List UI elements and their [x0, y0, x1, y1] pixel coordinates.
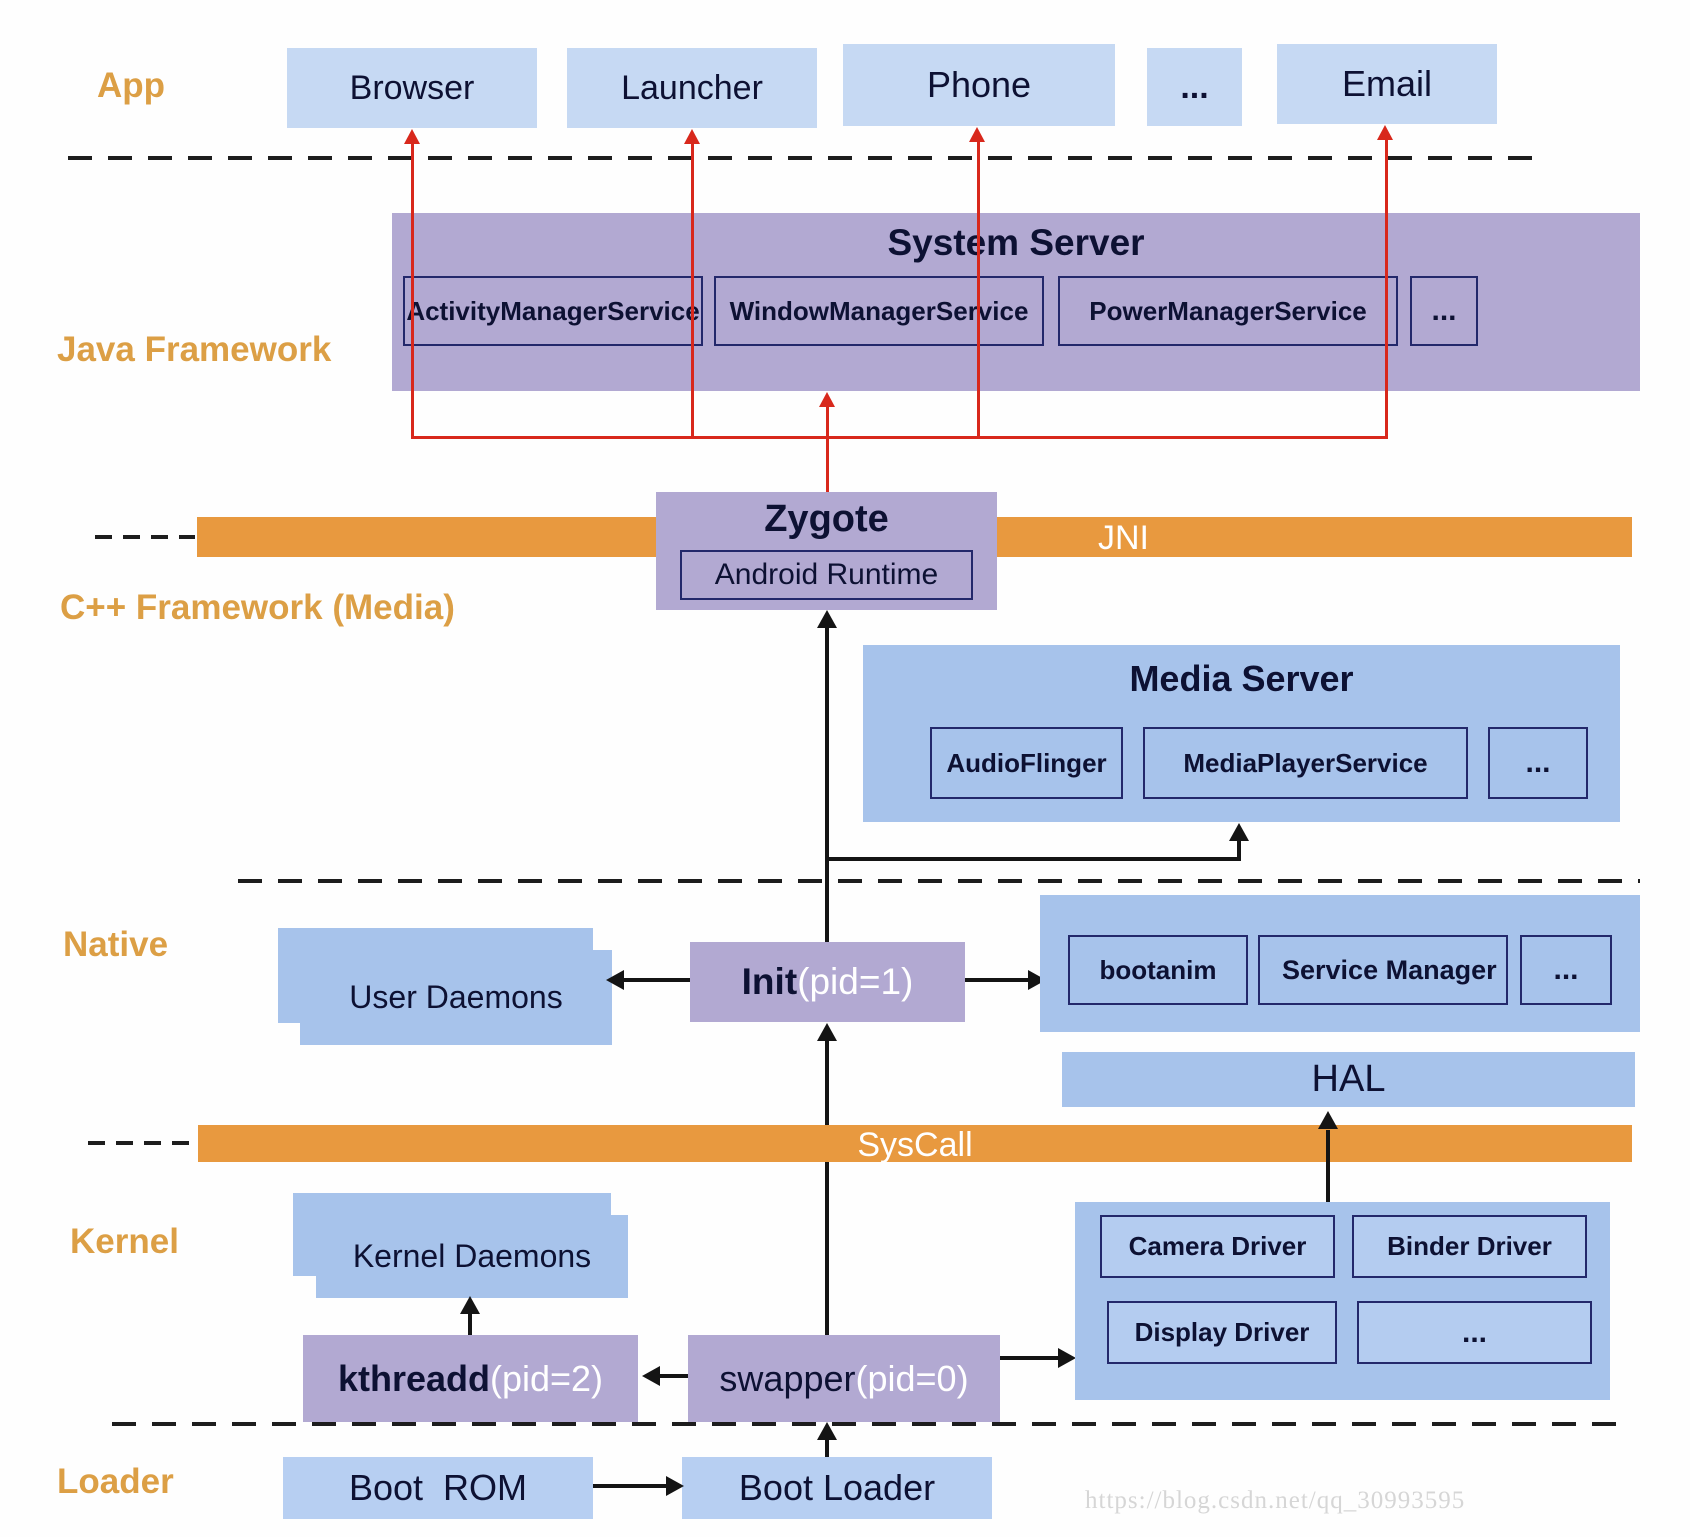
line-init-to-user-daemons: [624, 978, 690, 982]
red-arrowhead-phone: [969, 127, 985, 142]
driver-box-display: Display Driver: [1107, 1301, 1337, 1364]
syscall-bar-label: SysCall: [857, 1126, 973, 1164]
user-daemons-box: User Daemons: [300, 950, 612, 1045]
line-drivers-to-hal: [1326, 1130, 1330, 1202]
line-swapper-to-drivers: [1000, 1356, 1058, 1360]
media-server-box: [863, 645, 1620, 822]
init-box: Init(pid=1): [690, 942, 965, 1022]
init-pid: (pid=1): [797, 961, 914, 1002]
service-box-power-manager: PowerManagerService: [1058, 276, 1398, 346]
separator-app-java: [68, 156, 1535, 160]
zygote-title: Zygote: [764, 498, 889, 540]
line-kthreadd-to-kernel-daemons: [468, 1312, 472, 1335]
media-server-title: Media Server: [1129, 658, 1354, 699]
red-line-to-system-server: [826, 406, 829, 437]
app-box-email: Email: [1277, 44, 1497, 124]
layer-label-cpp-framework: C++ Framework (Media): [60, 588, 455, 627]
separator-media-native: [238, 879, 1640, 883]
arrowhead-into-swapper: [817, 1422, 837, 1440]
red-line-to-phone: [977, 141, 980, 437]
line-init-to-zygote: [825, 628, 829, 942]
jni-left-dashes: [95, 535, 195, 539]
service-box-more: ...: [1410, 276, 1478, 346]
watermark-url: https://blog.csdn.net/qq_30993595: [1085, 1487, 1466, 1514]
driver-box-binder: Binder Driver: [1352, 1215, 1587, 1278]
init-name: Init: [741, 961, 798, 1002]
arrowhead-into-drivers: [1058, 1348, 1076, 1368]
app-box-launcher: Launcher: [567, 48, 817, 128]
line-elbow-to-media-server: [825, 857, 1241, 861]
red-line-to-email: [1385, 139, 1388, 437]
arrowhead-into-media-server: [1229, 823, 1249, 841]
driver-box-more: ...: [1357, 1301, 1592, 1364]
android-runtime-box: Android Runtime: [680, 550, 973, 600]
boot-loader-box: Boot Loader: [682, 1457, 992, 1519]
native-box-service-manager: Service Manager: [1258, 935, 1508, 1005]
syscall-bar: [198, 1125, 1632, 1162]
media-box-audioflinger: AudioFlinger: [930, 727, 1123, 799]
app-box-browser: Browser: [287, 48, 537, 128]
jni-bar-label: JNI: [1098, 519, 1149, 557]
kthreadd-name: kthreadd: [337, 1357, 490, 1399]
system-server-box: [392, 213, 1640, 391]
arrowhead-into-bootloader: [666, 1476, 684, 1496]
arrowhead-into-user-daemons: [606, 970, 624, 990]
driver-box-camera: Camera Driver: [1100, 1215, 1335, 1278]
boot-rom-box: Boot ROM: [283, 1457, 593, 1519]
app-box-phone: Phone: [843, 44, 1115, 126]
hal-box: HAL: [1062, 1052, 1635, 1107]
system-server-title: System Server: [887, 222, 1145, 263]
layer-label-java-framework: Java Framework: [57, 330, 332, 369]
service-box-window-manager: WindowManagerService: [714, 276, 1044, 346]
layer-label-native: Native: [63, 925, 169, 964]
line-init-to-native-daemons: [965, 978, 1028, 982]
kernel-daemons-box: Kernel Daemons: [316, 1215, 628, 1298]
red-arrowhead-launcher: [684, 129, 700, 144]
red-arrowhead-browser: [404, 129, 420, 144]
swapper-name: swapper: [719, 1357, 856, 1399]
layer-label-app: App: [97, 66, 166, 105]
kthreadd-pid: (pid=2): [489, 1357, 604, 1399]
media-box-more: ...: [1488, 727, 1588, 799]
layer-label-kernel: Kernel: [70, 1222, 179, 1261]
red-line-from-zygote: [826, 437, 829, 492]
native-daemons-box: [1040, 895, 1640, 1032]
line-bootrom-to-bootloader: [593, 1484, 666, 1488]
native-box-bootanim: bootanim: [1068, 935, 1248, 1005]
swapper-box: swapper(pid=0): [688, 1335, 1000, 1422]
arrowhead-into-zygote: [817, 610, 837, 628]
native-box-more: ...: [1520, 935, 1612, 1005]
syscall-left-dashes: [88, 1141, 194, 1145]
line-swapper-to-kthreadd: [654, 1374, 688, 1378]
red-line-to-launcher: [691, 143, 694, 437]
swapper-pid: (pid=0): [855, 1357, 969, 1399]
red-arrowhead-system-server: [819, 392, 835, 407]
layer-label-loader: Loader: [57, 1462, 174, 1501]
app-box-more: ...: [1147, 48, 1242, 126]
kthreadd-box: kthreadd(pid=2): [303, 1335, 638, 1422]
line-swapper-to-init: [825, 1041, 829, 1335]
red-fork-horizontal-line: [411, 436, 1388, 439]
service-box-activity-manager: ActivityManagerService: [403, 276, 703, 346]
arrowhead-into-hal: [1318, 1111, 1338, 1129]
arrowhead-into-init: [817, 1023, 837, 1041]
red-line-to-browser: [411, 143, 414, 437]
media-box-mediaplayerservice: MediaPlayerService: [1143, 727, 1468, 799]
line-bootloader-to-swapper: [825, 1440, 829, 1457]
arrowhead-into-kthreadd: [642, 1366, 660, 1386]
red-arrowhead-email: [1377, 125, 1393, 140]
line-up-to-media-server: [1237, 840, 1241, 861]
separator-kernel-loader: [112, 1422, 1632, 1426]
arrowhead-into-kernel-daemons: [460, 1296, 480, 1314]
